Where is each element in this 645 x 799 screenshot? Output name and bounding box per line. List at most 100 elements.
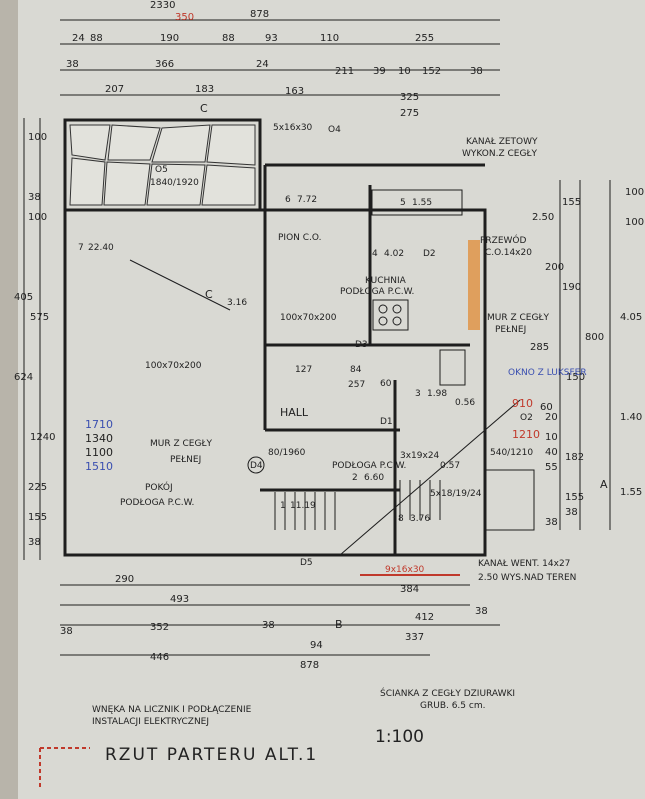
room-6-area: 7.72 bbox=[297, 195, 317, 205]
window-o5-label: O5 bbox=[155, 165, 168, 175]
door-d4-size: 80/1960 bbox=[268, 448, 306, 458]
dim-right-13: 55 bbox=[545, 462, 558, 473]
hall-label: HALL bbox=[280, 406, 309, 419]
dim-bottom-2: 493 bbox=[170, 594, 189, 605]
dim-left-3: 100 bbox=[28, 212, 47, 223]
handwritten-1710: 1710 bbox=[85, 418, 113, 431]
dim-bottom-1: 290 bbox=[115, 574, 134, 585]
heating-riser-label: PION C.O. bbox=[278, 233, 321, 243]
room-2-number: 2 bbox=[352, 473, 358, 483]
door-d5-label: D5 bbox=[300, 558, 313, 568]
toilet-area bbox=[439, 349, 466, 386]
dim-left-1: 100 bbox=[28, 132, 47, 143]
brick-wall-right-label-2: PEŁNEJ bbox=[495, 325, 526, 335]
brick-wall-label-2: PEŁNEJ bbox=[170, 455, 201, 465]
dim-bottom-7: 384 bbox=[400, 584, 419, 595]
dim-left-5: 624 bbox=[14, 372, 33, 383]
meter-niche-note-2: INSTALACJI ELEKTRYCZNEJ bbox=[92, 717, 209, 727]
door-d3-label: D3 bbox=[355, 340, 368, 350]
drawing-scale: 1:100 bbox=[375, 727, 424, 747]
dim-top-1f: 110 bbox=[320, 33, 339, 44]
room-8-number: 8 bbox=[398, 514, 404, 524]
dim-bottom-12: 94 bbox=[310, 640, 323, 651]
dim-left-6: 1240 bbox=[30, 432, 55, 443]
window-o4-label: O4 bbox=[328, 125, 341, 135]
dim-right-3: 155 bbox=[562, 197, 581, 208]
dim-right-5: 200 bbox=[545, 262, 564, 273]
brick-partition-note-2: GRUB. 6.5 cm. bbox=[420, 701, 485, 711]
drawing-title: RZUT PARTERU ALT.1 bbox=[105, 745, 318, 765]
hall-floor-label: PODŁOGA P.C.W. bbox=[332, 461, 406, 471]
room-3-area: 1.98 bbox=[427, 389, 447, 399]
section-a-mark: A bbox=[600, 478, 608, 491]
kitchen-counter-top bbox=[371, 189, 463, 216]
kitchen-floor-label: PODŁOGA P.C.W. bbox=[340, 287, 414, 297]
dim-right-10: 20 bbox=[545, 412, 558, 423]
stone bbox=[107, 124, 161, 161]
meter-niche-note: WNĘKA NA LICZNIK I PODŁĄCZENIE bbox=[92, 705, 252, 715]
dim-bottom-8: 412 bbox=[415, 612, 434, 623]
brick-wall-right-label: MUR Z CEGŁY bbox=[487, 313, 549, 323]
dim-top-1c: 190 bbox=[160, 33, 179, 44]
dim-right-7: 800 bbox=[585, 332, 604, 343]
section-c-mark-2: C bbox=[205, 288, 213, 301]
dim-top-1a: 24 bbox=[72, 33, 85, 44]
handwritten-1510: 1510 bbox=[85, 460, 113, 473]
stone bbox=[69, 157, 106, 206]
room-8-area: 3.76 bbox=[410, 514, 430, 524]
top-partial-label: 2330 bbox=[150, 0, 175, 11]
room-4-area: 4.02 bbox=[384, 249, 404, 259]
dim-60: 60 bbox=[380, 379, 392, 389]
dim-top-2b: 366 bbox=[155, 59, 174, 70]
vent-block bbox=[483, 469, 535, 531]
door-d4-marker bbox=[247, 456, 265, 474]
handwritten-1210: 1210 bbox=[512, 428, 540, 441]
door-d1-label: D1 bbox=[380, 417, 393, 427]
dim-left-2: 38 bbox=[28, 192, 41, 203]
room-5-area: 1.55 bbox=[412, 198, 432, 208]
room-7-area: 22.40 bbox=[88, 243, 114, 253]
dim-316: 3.16 bbox=[227, 298, 247, 308]
room-4-number: 4 bbox=[372, 249, 378, 259]
dim-right-14: 155 bbox=[565, 492, 584, 503]
dim-bottom-5: 878 bbox=[300, 660, 319, 671]
vent-duct-note: KANAŁ WENT. 14x27 bbox=[478, 559, 570, 569]
dim-top-1b: 88 bbox=[90, 33, 103, 44]
dim-bottom-11: 38 bbox=[262, 620, 275, 631]
dim-top-3d: 325 bbox=[400, 92, 419, 103]
red-dimension-note: 9x16x30 bbox=[385, 565, 425, 575]
room-pokoj-floor: PODŁOGA P.C.W. bbox=[120, 498, 194, 508]
dim-top-2h: 38 bbox=[470, 66, 483, 77]
dim-right-2: 2.50 bbox=[532, 212, 554, 223]
section-b-mark: B bbox=[335, 618, 343, 631]
dim-right-20: 182 bbox=[565, 452, 584, 463]
dim-right-9: 60 bbox=[540, 402, 553, 413]
room-3-number: 3 bbox=[415, 389, 421, 399]
stone bbox=[146, 163, 206, 206]
handwritten-1100: 1100 bbox=[85, 446, 113, 459]
dim-right-21: 38 bbox=[565, 507, 578, 518]
dim-056: 0.56 bbox=[455, 398, 475, 408]
dim-top-3c: 163 bbox=[285, 86, 304, 97]
binding-edge bbox=[0, 0, 18, 799]
kitchen-label: KUCHNIA bbox=[365, 276, 407, 286]
glass-block-window-label: OKNO Z LUKSFER bbox=[508, 368, 587, 378]
stone bbox=[103, 161, 151, 206]
dim-bottom-3: 352 bbox=[150, 622, 169, 633]
dim-overall: 878 bbox=[250, 9, 269, 20]
dim-bottom-10: 38 bbox=[475, 606, 488, 617]
duct-label: KANAŁ ZETOWY bbox=[466, 137, 538, 147]
room-6-number: 6 bbox=[285, 195, 291, 205]
cooktop bbox=[372, 299, 409, 331]
handwritten-1340: 1340 bbox=[85, 432, 113, 445]
burner bbox=[378, 316, 388, 326]
dim-top-3b: 183 bbox=[195, 84, 214, 95]
dim-left-10: 405 bbox=[14, 292, 33, 303]
room-7-number: 7 bbox=[78, 243, 84, 253]
brick-partition-note: ŚCIANKA Z CEGŁY DZIURAWKI bbox=[380, 687, 515, 699]
dim-right-17: 4.05 bbox=[620, 312, 642, 323]
dim-top-2c: 24 bbox=[256, 59, 269, 70]
dim-257: 257 bbox=[348, 380, 365, 390]
dim-top-2f: 10 bbox=[398, 66, 411, 77]
